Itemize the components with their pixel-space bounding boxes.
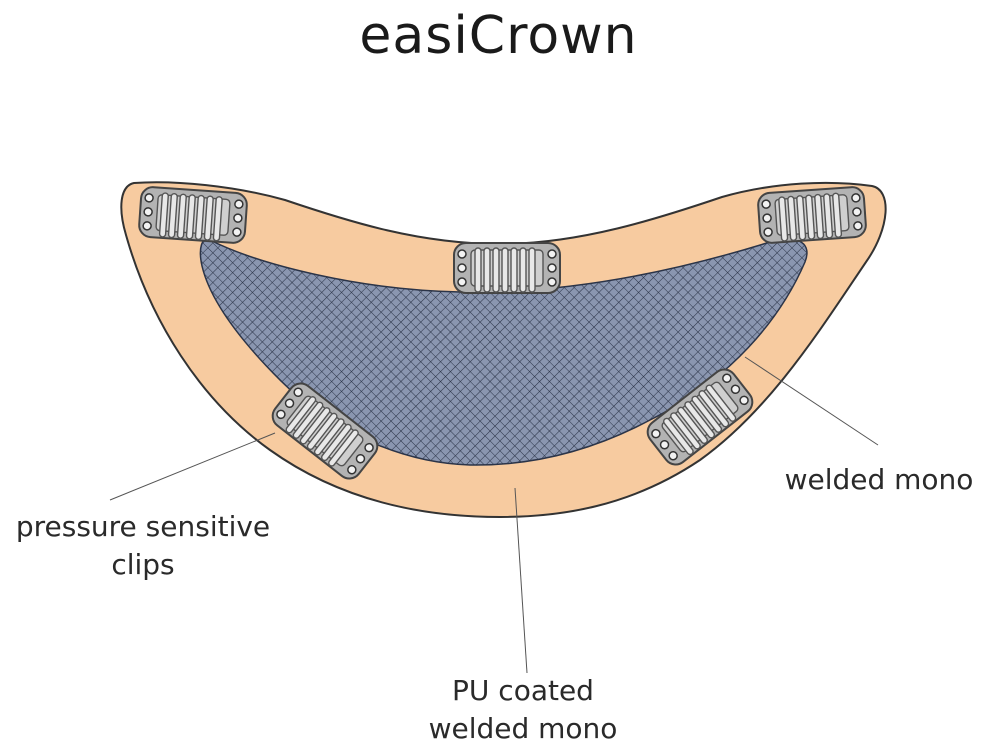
label-line: pressure sensitive	[15, 510, 271, 543]
hair-clip-icon	[453, 242, 561, 294]
hair-clip-icon	[137, 185, 249, 245]
leader-line-clips	[109, 432, 276, 501]
hair-clip-icon	[756, 185, 868, 245]
leader-line-pu-coated	[514, 487, 528, 674]
label-line: welded mono	[784, 463, 974, 496]
label-pu-coated-welded-mono: PU coated welded mono	[410, 672, 636, 748]
label-pressure-sensitive-clips: pressure sensitive clips	[8, 508, 278, 584]
diagram-title: easiCrown	[359, 6, 638, 66]
label-welded-mono: welded mono	[768, 461, 990, 499]
label-line: PU coated	[452, 674, 594, 707]
leader-line-welded-mono	[744, 356, 879, 446]
label-line: clips	[111, 548, 175, 581]
label-line: welded mono	[428, 712, 618, 745]
